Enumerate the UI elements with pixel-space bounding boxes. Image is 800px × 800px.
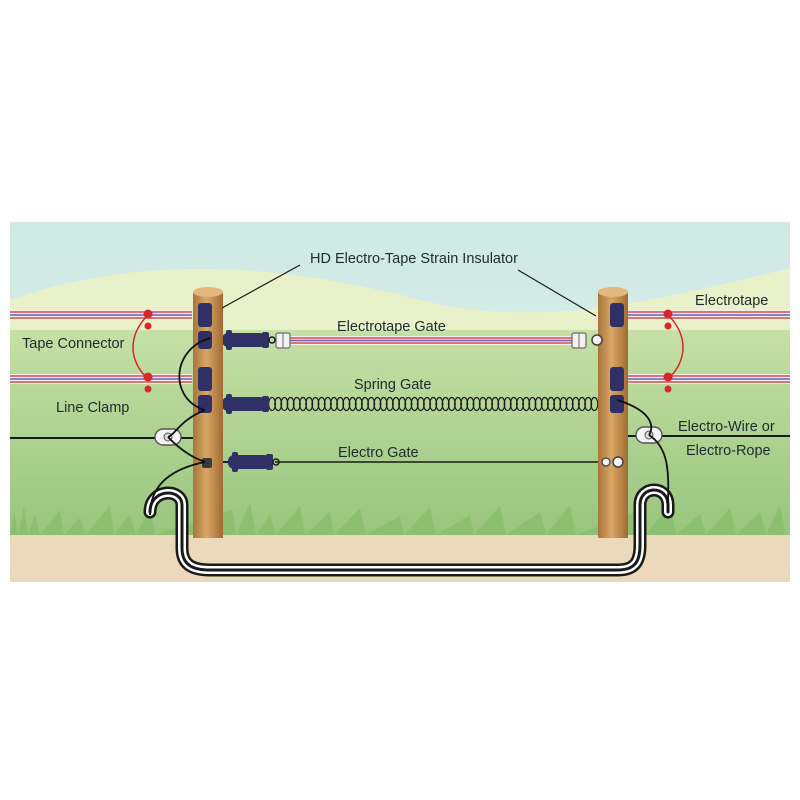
jumper-leads <box>149 337 670 516</box>
background <box>10 222 790 582</box>
electrotape-top-left <box>10 310 192 320</box>
electro-gate-handle <box>212 452 280 472</box>
electrotape-bottom-left <box>10 374 192 384</box>
underground-cable <box>143 483 675 577</box>
electrotape-gate-tape <box>290 336 580 345</box>
tape-connector-right <box>663 309 684 393</box>
electrotape-label: Electrotape <box>695 293 768 309</box>
coil-loop <box>590 396 599 412</box>
spring-gate-coil <box>268 396 599 412</box>
electro-wire-label-line1: Electro-Wire or <box>678 419 775 435</box>
electrotape-top-right <box>626 310 790 320</box>
electrotape-gate-label: Electrotape Gate <box>337 319 446 335</box>
electro-wire-label-line2: Electro-Rope <box>686 443 771 459</box>
tape-connector-left <box>132 309 153 393</box>
right-fence-post <box>598 287 628 538</box>
tape-buckle-left <box>275 332 291 349</box>
strain-insulator-label: HD Electro-Tape Strain Insulator <box>310 251 518 267</box>
spring-gate-handle <box>208 394 269 414</box>
right-strain-insulators <box>591 303 624 468</box>
line-clamp-label: Line Clamp <box>56 400 129 416</box>
electrotape-gate-handle <box>208 330 276 350</box>
strain-insulator-leaders <box>221 264 597 317</box>
electro-gate-label: Electro Gate <box>338 445 419 461</box>
spring-gate-label: Spring Gate <box>354 377 431 393</box>
tape-buckle-right <box>571 332 587 349</box>
tape-connector-label: Tape Connector <box>22 336 125 352</box>
electrotape-bottom-right <box>626 374 790 384</box>
